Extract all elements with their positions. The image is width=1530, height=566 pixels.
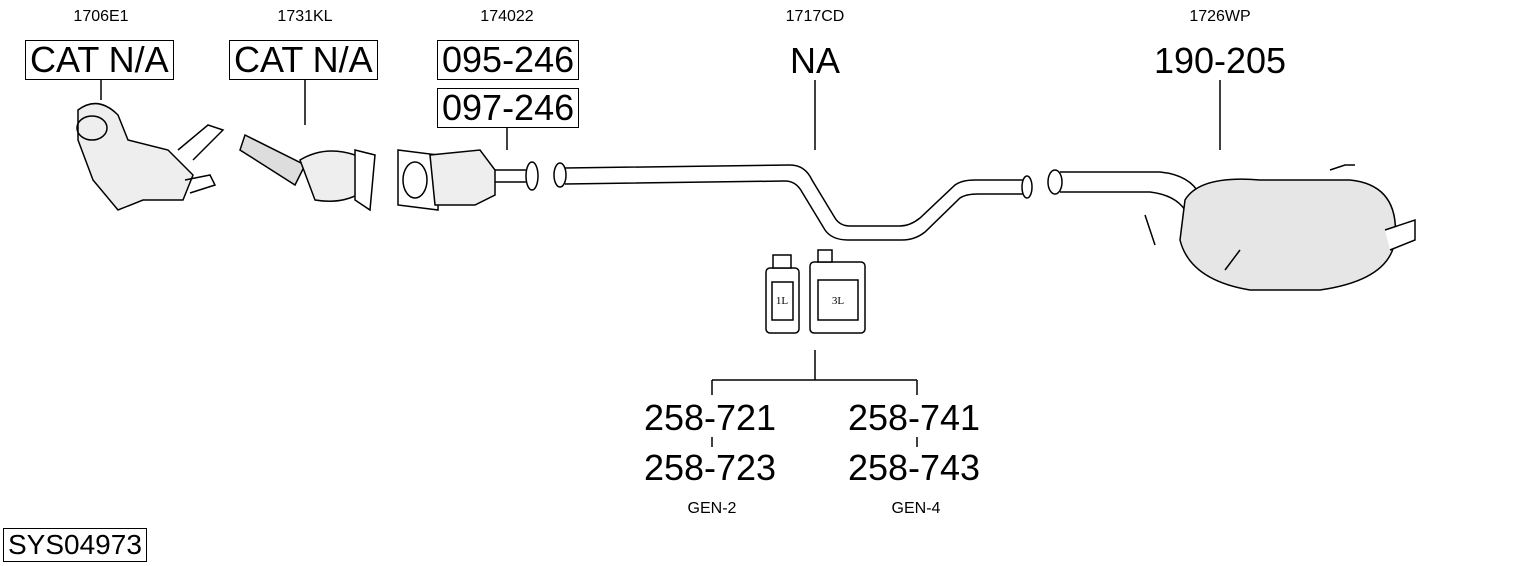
fluid-group-label: GEN-4 (891, 500, 941, 517)
bottle-1l-label: 1L (776, 295, 789, 307)
system-id: SYS04973 (3, 528, 147, 562)
fluid-bottle-1l (765, 254, 800, 334)
part-code: 1706E1 (73, 8, 129, 25)
part-code: 1726WP (1189, 8, 1251, 25)
reference-box[interactable]: CAT N/A (229, 40, 378, 80)
bottle-3l-label: 3L (832, 295, 845, 307)
reference-text[interactable]: 190-205 (1153, 40, 1287, 81)
reference-box[interactable]: 095-246 (437, 40, 580, 80)
fluid-bottle-3l (809, 249, 866, 334)
reference-text: NA (789, 40, 841, 81)
reference-box[interactable]: CAT N/A (25, 40, 174, 80)
rear-silencer-1726WP (1047, 164, 1416, 291)
part-code: 1731KL (277, 8, 333, 25)
fluid-reference[interactable]: 258-743 (847, 447, 981, 488)
fluid-group-label: GEN-2 (687, 500, 737, 517)
part-code: 174022 (480, 8, 534, 25)
catalytic-converter-174022 (397, 149, 539, 211)
reference-box[interactable]: 097-246 (437, 88, 580, 128)
mid-pipe-1717CD (553, 162, 1033, 241)
part-code: 1717CD (785, 8, 845, 25)
catalytic-converter-1706E1 (76, 102, 225, 211)
fluid-reference[interactable]: 258-723 (643, 447, 777, 488)
catalytic-converter-1731KL (239, 133, 376, 212)
fluid-reference[interactable]: 258-721 (643, 397, 777, 438)
fluid-reference[interactable]: 258-741 (847, 397, 981, 438)
